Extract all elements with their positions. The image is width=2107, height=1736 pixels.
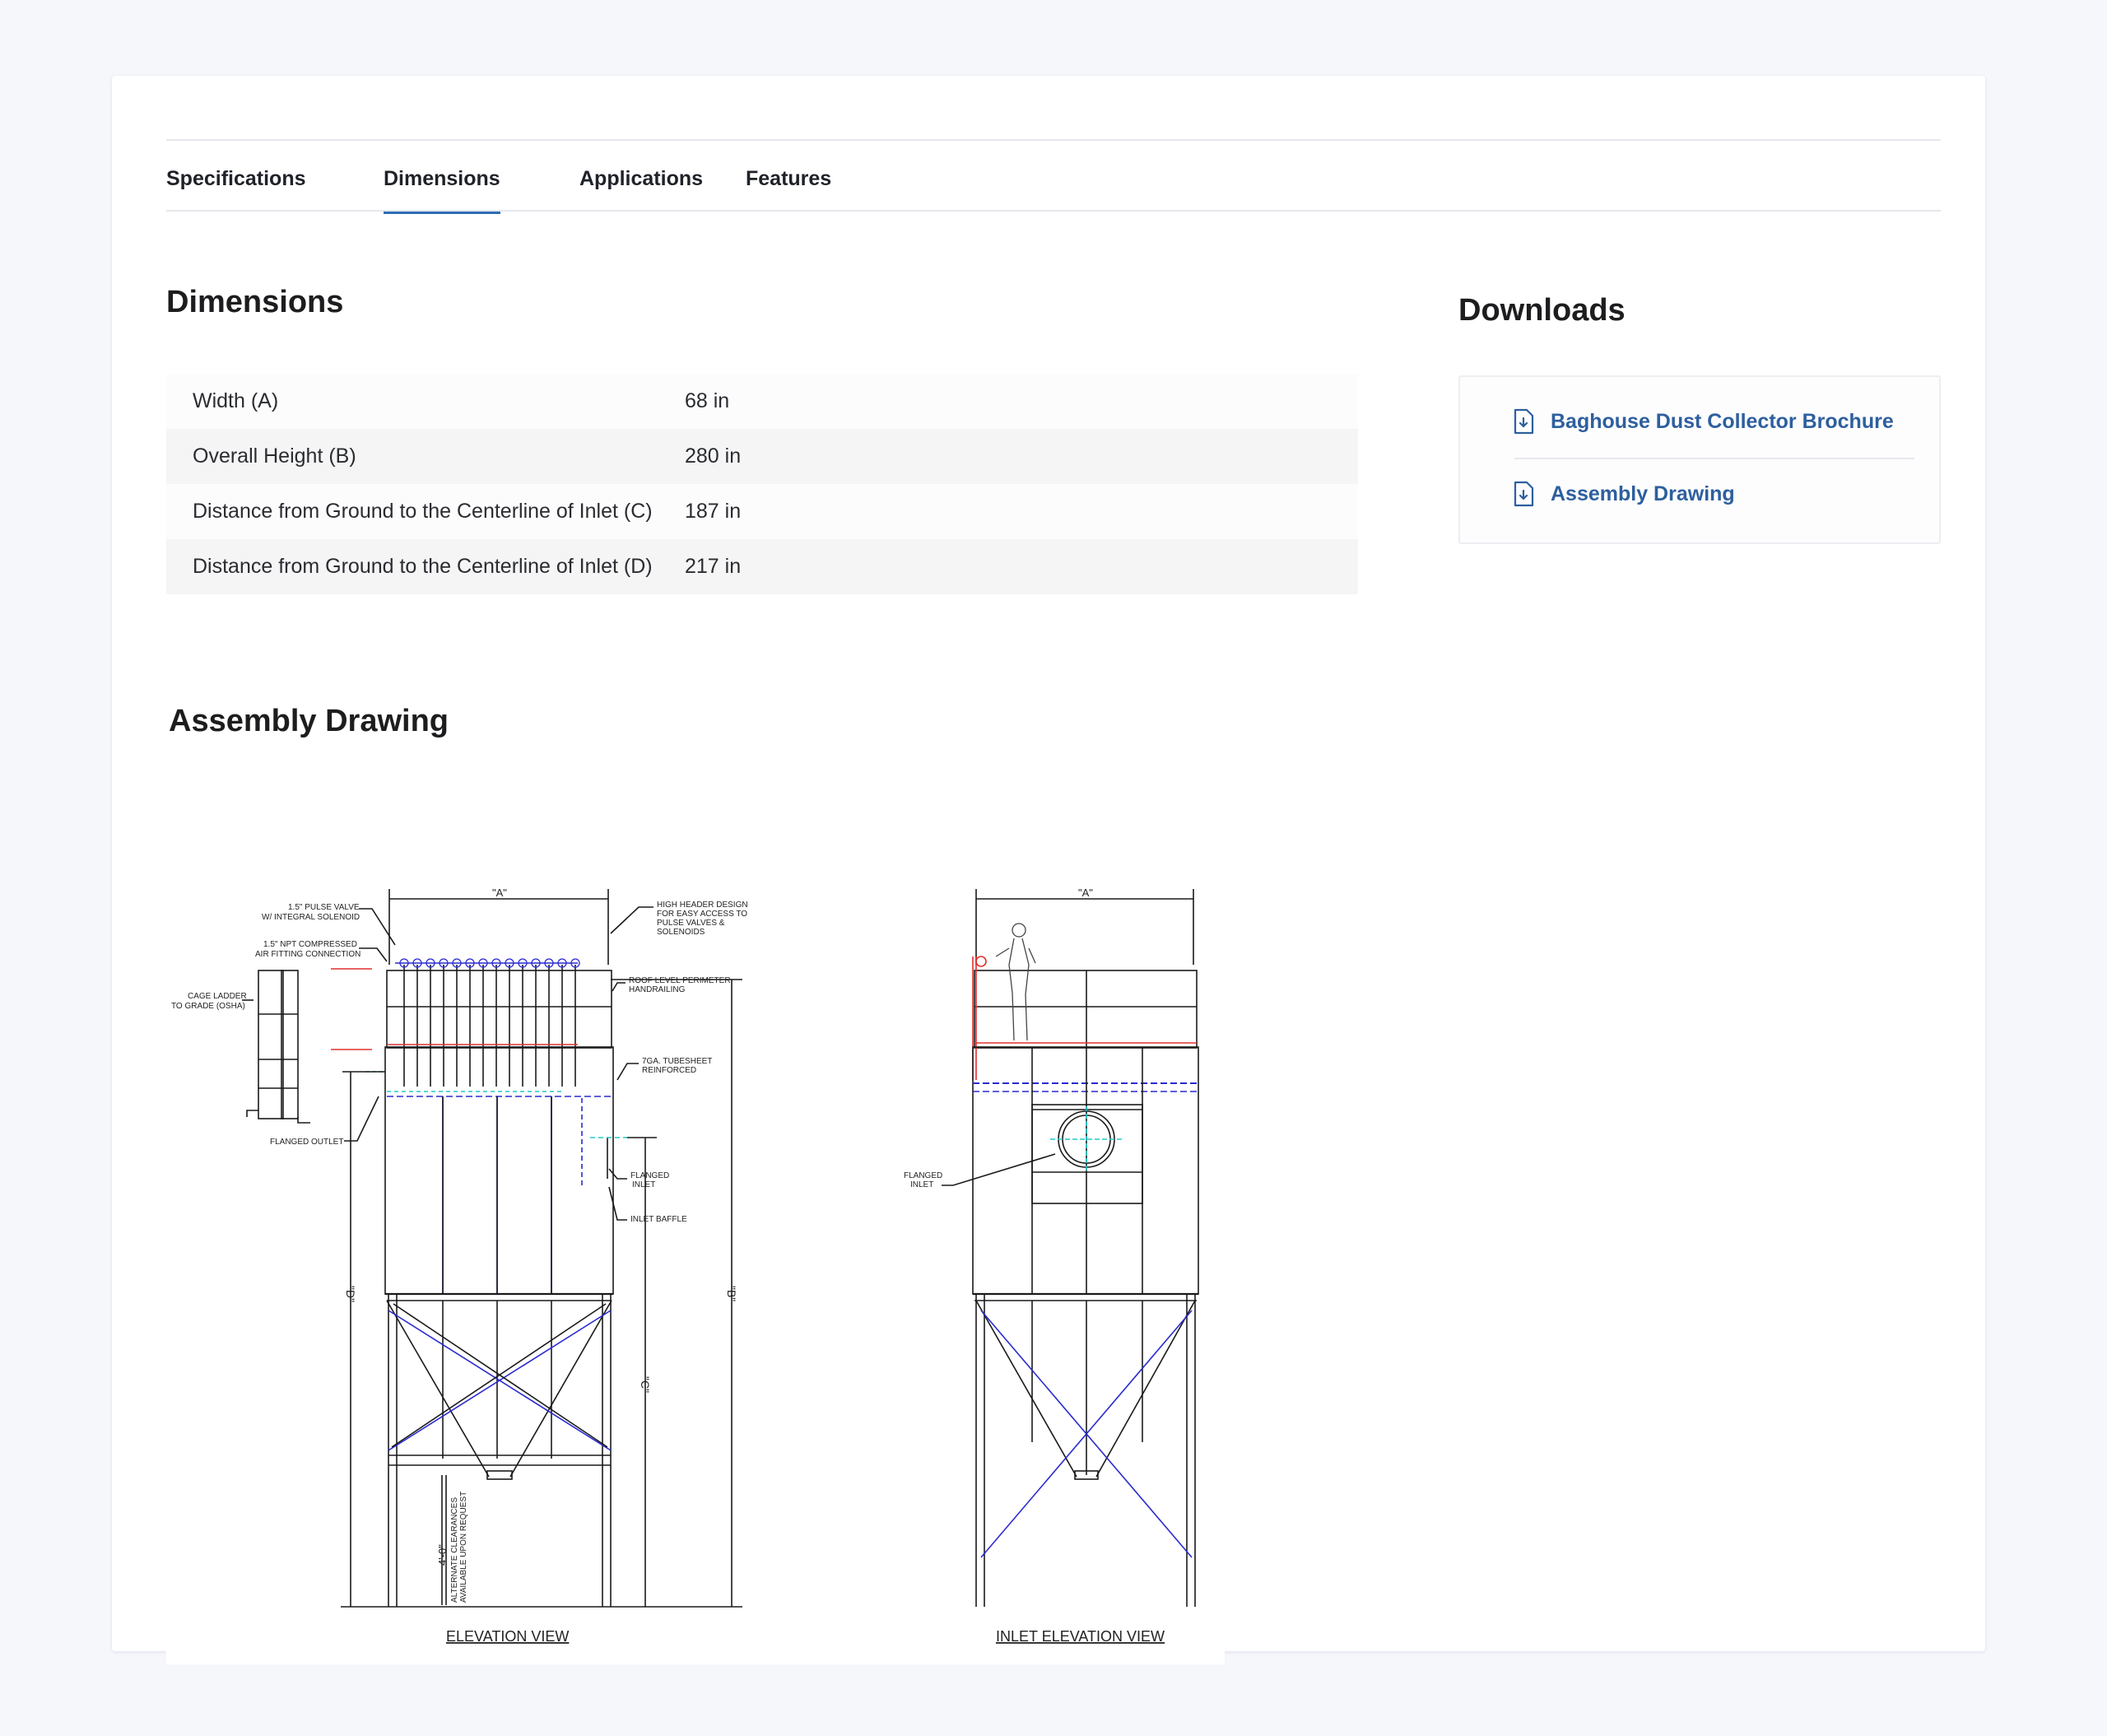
drawing-label: 1.5" NPT COMPRESSED [263, 940, 357, 949]
dimension-label-b: "B" [725, 1286, 738, 1301]
download-assembly-drawing-link[interactable]: Assembly Drawing [1513, 469, 1735, 519]
assembly-drawing-image: 1.5" PULSE VALVE W/ INTEGRAL SOLENOID 1.… [166, 800, 1225, 1664]
dimension-label: Width (A) [166, 374, 685, 429]
download-divider [1514, 458, 1914, 459]
drawing-label: CAGE LADDER [188, 992, 247, 1001]
drawing-label: SOLENOIDS [657, 928, 705, 937]
drawing-label: REINFORCED [642, 1066, 696, 1075]
table-row: Distance from Ground to the Centerline o… [166, 539, 1358, 594]
dimension-label-a: "A" [492, 887, 507, 899]
dimension-value: 217 in [685, 539, 1358, 594]
dimension-value: 68 in [685, 374, 1358, 429]
product-detail-card: Specifications Dimensions Applications F… [112, 76, 1985, 1664]
downloads-panel: Baghouse Dust Collector Brochure Assembl… [1458, 375, 1941, 544]
downloads-heading: Downloads [1458, 293, 1626, 328]
dimensions-heading: Dimensions [166, 285, 344, 319]
dimension-label-a: "A" [1078, 887, 1093, 899]
drawing-label: FLANGED OUTLET [270, 1138, 343, 1147]
assembly-drawing-svg: 1.5" PULSE VALVE W/ INTEGRAL SOLENOID 1.… [166, 800, 1225, 1664]
tab-specifications[interactable]: Specifications [166, 167, 306, 190]
download-label: Baghouse Dust Collector Brochure [1551, 409, 1894, 433]
elevation-view [242, 889, 742, 1608]
dimension-value: 280 in [685, 429, 1358, 484]
dimension-value: 187 in [685, 484, 1358, 539]
tab-applications[interactable]: Applications [579, 167, 704, 190]
clearance-note: AVAILABLE UPON REQUEST [459, 1492, 468, 1603]
active-tab-indicator [384, 210, 500, 214]
dimension-label: Distance from Ground to the Centerline o… [166, 484, 685, 539]
drawing-label: FLANGED [630, 1171, 669, 1180]
drawing-label: 7GA. TUBESHEET [642, 1057, 712, 1066]
drawing-label: PULSE VALVES & [657, 919, 725, 928]
file-download-icon [1514, 408, 1534, 435]
drawing-label: INLET [632, 1180, 655, 1189]
drawing-label: HIGH HEADER DESIGN [657, 901, 748, 910]
elevation-view-title: ELEVATION VIEW [446, 1628, 569, 1645]
table-row: Distance from Ground to the Centerline o… [166, 484, 1358, 539]
drawing-label: FOR EASY ACCESS TO [657, 910, 747, 919]
drawing-label: HANDRAILING [629, 985, 686, 994]
drawing-label: TO GRADE (OSHA) [171, 1002, 245, 1011]
table-row: Width (A) 68 in [166, 374, 1358, 429]
tab-bar: Specifications Dimensions Applications F… [166, 139, 1941, 286]
file-download-icon [1514, 481, 1534, 507]
dimension-label-c: "C" [639, 1376, 652, 1393]
drawing-label: INLET [910, 1180, 933, 1189]
table-row: Overall Height (B) 280 in [166, 429, 1358, 484]
drawing-labels: 1.5" PULSE VALVE W/ INTEGRAL SOLENOID 1.… [171, 887, 1165, 1645]
download-label: Assembly Drawing [1551, 482, 1735, 505]
inlet-elevation-view [942, 889, 1199, 1607]
download-brochure-link[interactable]: Baghouse Dust Collector Brochure [1513, 397, 1894, 446]
drawing-label: INLET BAFFLE [630, 1215, 687, 1224]
drawing-label: ROOF LEVEL PERIMETER [629, 976, 731, 985]
dimension-label: Distance from Ground to the Centerline o… [166, 539, 685, 594]
drawing-label: W/ INTEGRAL SOLENOID [262, 913, 360, 922]
clearance-label: 4'-0" [436, 1544, 449, 1566]
inlet-elevation-view-title: INLET ELEVATION VIEW [996, 1628, 1165, 1645]
tab-bar-divider [166, 210, 1941, 212]
dimension-label-d: "D" [344, 1286, 357, 1302]
dimension-label: Overall Height (B) [166, 429, 685, 484]
drawing-label: FLANGED [904, 1171, 942, 1180]
drawing-label: AIR FITTING CONNECTION [255, 950, 360, 959]
clearance-note: ALTERNATE CLEARANCES [450, 1497, 459, 1603]
person-figure-icon [995, 923, 1036, 1041]
dimensions-table: Width (A) 68 in Overall Height (B) 280 i… [166, 374, 1358, 594]
assembly-drawing-heading: Assembly Drawing [169, 704, 449, 738]
tab-dimensions[interactable]: Dimensions [384, 167, 500, 190]
drawing-label: 1.5" PULSE VALVE [288, 903, 360, 912]
tab-features[interactable]: Features [746, 167, 832, 190]
